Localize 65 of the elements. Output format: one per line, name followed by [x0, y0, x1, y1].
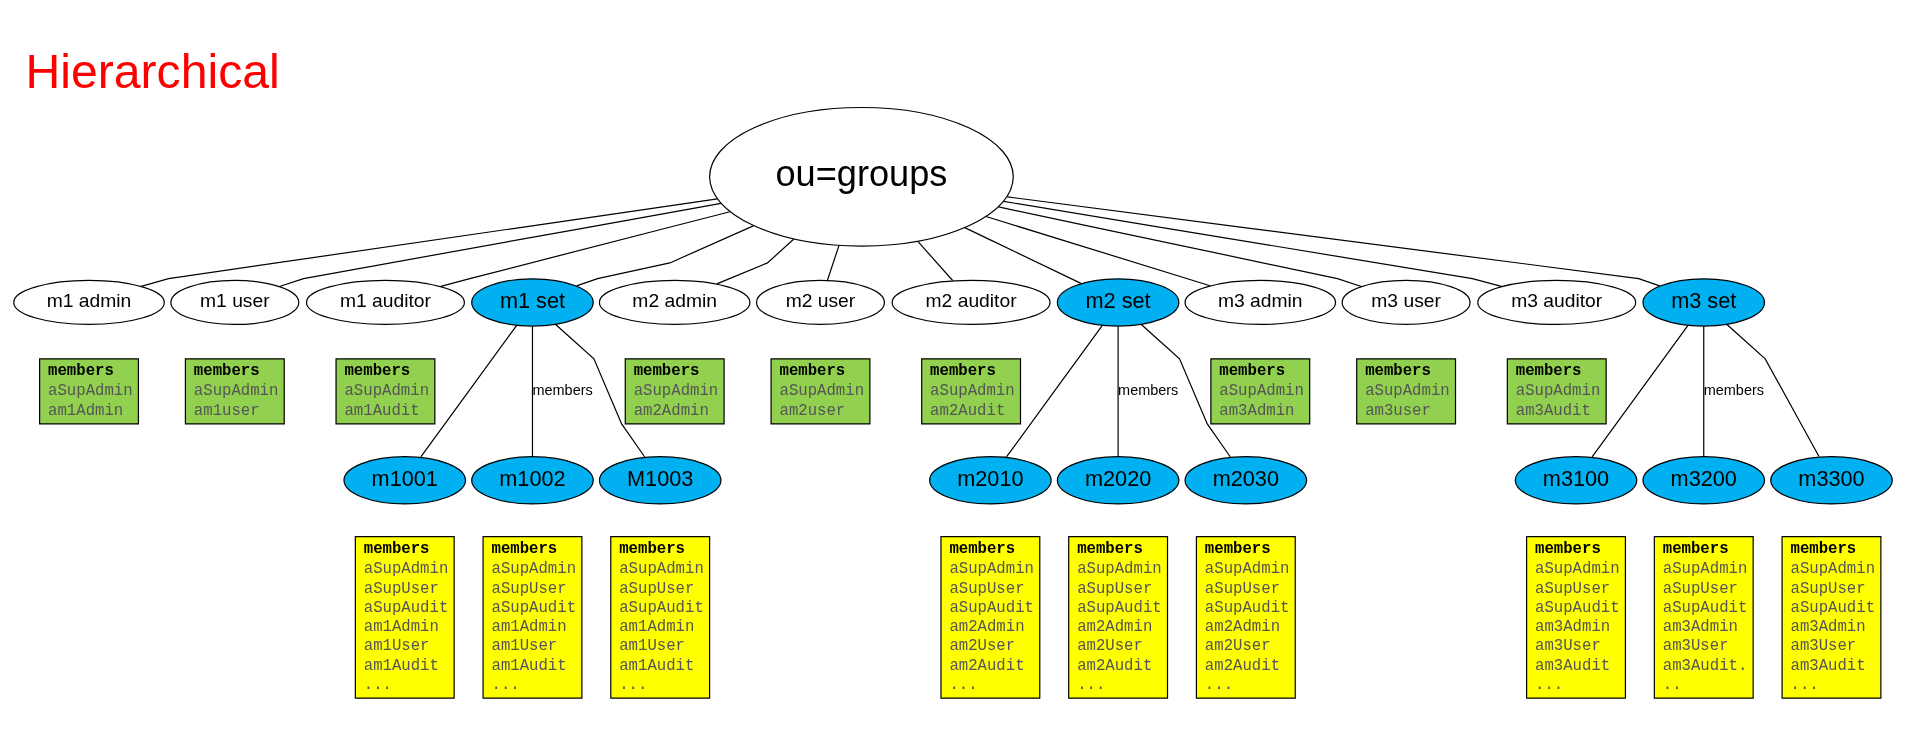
node-ellipse: m3100: [1514, 455, 1637, 505]
connector: [439, 210, 731, 287]
connector: [1591, 324, 1688, 458]
node-ellipse: m1001: [342, 455, 466, 505]
node-ellipse: m2020: [1056, 455, 1179, 505]
edge-label: members: [1117, 381, 1178, 398]
node-ellipse: m2030: [1184, 455, 1307, 505]
node-ellipse: m1 auditor: [305, 279, 465, 325]
connector: [575, 224, 754, 286]
diagram-title: Hierarchical: [24, 43, 280, 98]
node-box: members aSupAdmin am1Admin: [38, 357, 139, 425]
node-ellipse: m3200: [1641, 455, 1765, 505]
node-box: members aSupAdmin am3user: [1355, 357, 1456, 425]
connector: [963, 226, 1082, 284]
node-ellipse: m3 user: [1341, 279, 1471, 325]
connector: [984, 215, 1211, 286]
connector: [1005, 324, 1103, 458]
node-ellipse: m2 user: [755, 279, 885, 325]
node-box: members aSupAdmin aSupUser aSupAudit am3Admin am3User am3Audit ...: [1525, 535, 1626, 699]
node-ellipse: m3 admin: [1183, 279, 1336, 325]
node-box: members aSupAdmin aSupUser aSupAudit am3Admin am3User am3Audit. ..: [1653, 535, 1754, 699]
connector: [1140, 323, 1231, 458]
node-box: members aSupAdmin am1user: [184, 357, 285, 425]
node-box: members aSupAdmin aSupUser aSupAudit am2Admin am2User am2Audit ...: [939, 535, 1040, 699]
node-box: members aSupAdmin aSupUser aSupAudit am3Admin am3User am3Audit ...: [1780, 535, 1881, 699]
node-box: members aSupAdmin aSupUser aSupAudit am2Admin am2User am2Audit ...: [1195, 535, 1296, 699]
node-box: members aSupAdmin aSupUser aSupAudit am2Admin am2User am2Audit ...: [1067, 535, 1168, 699]
connector: [715, 238, 794, 284]
node-ellipse: m2 admin: [598, 279, 750, 325]
node-box: members aSupAdmin am3Audit: [1506, 357, 1607, 425]
connector: [531, 325, 533, 457]
connector: [1725, 323, 1820, 457]
connector: [997, 205, 1362, 287]
node-box: members aSupAdmin am1Audit: [334, 357, 435, 425]
connector: [554, 323, 645, 458]
node-ellipse: m2010: [928, 455, 1052, 505]
node-ellipse: m3300: [1769, 455, 1893, 505]
connector: [140, 197, 718, 287]
connector: [1702, 325, 1704, 457]
node-ellipse: ou=groups: [708, 106, 1014, 247]
node-box: members aSupAdmin aSupUser aSupAudit am1Admin am1User am1Audit ...: [354, 535, 455, 699]
connector: [916, 240, 953, 281]
connector: [1002, 200, 1502, 287]
node-ellipse: m3 auditor: [1476, 279, 1636, 325]
connector: [1006, 195, 1660, 286]
node-ellipse: m1 set: [470, 277, 594, 327]
edge-label: members: [531, 381, 593, 398]
node-box: members aSupAdmin aSupUser aSupAudit am1Admin am1User am1Audit ...: [609, 535, 710, 699]
node-ellipse: m2 auditor: [891, 279, 1051, 325]
node-box: members aSupAdmin am3Admin: [1209, 357, 1310, 425]
connector: [419, 324, 517, 458]
node-box: members aSupAdmin am2user: [769, 357, 870, 425]
connector: [826, 244, 840, 281]
node-ellipse: m3 set: [1641, 277, 1765, 327]
node-ellipse: m2 set: [1056, 277, 1179, 327]
node-ellipse: m1 admin: [12, 279, 165, 325]
edge-label: members: [1703, 381, 1764, 398]
node-box: members aSupAdmin am2Admin: [624, 357, 725, 425]
connector: [278, 202, 722, 287]
node-box: members aSupAdmin am2Audit: [920, 357, 1021, 425]
node-ellipse: M1003: [598, 455, 722, 505]
node-box: members aSupAdmin aSupUser aSupAudit am1Admin am1User am1Audit ...: [481, 535, 582, 699]
connector: [1117, 325, 1119, 457]
node-ellipse: m1 user: [169, 279, 299, 325]
node-ellipse: m1002: [470, 455, 594, 505]
